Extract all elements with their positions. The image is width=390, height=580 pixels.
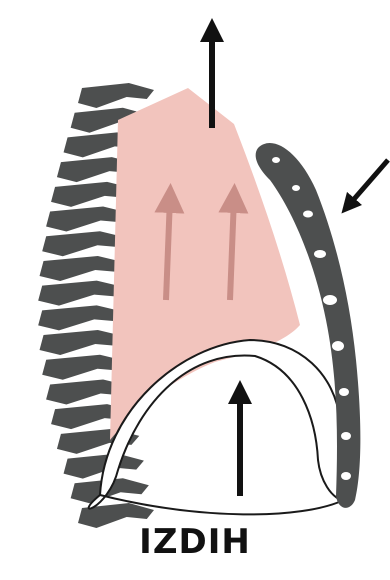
lung-arrow-left bbox=[166, 198, 170, 300]
vertebra bbox=[38, 281, 126, 306]
vertebra bbox=[78, 83, 154, 108]
caption: IZDIH bbox=[0, 522, 390, 562]
vertebra bbox=[40, 256, 128, 281]
lung-arrow-right bbox=[230, 198, 234, 300]
lung-icon bbox=[110, 88, 300, 440]
arrow-down-left-icon bbox=[348, 160, 388, 206]
